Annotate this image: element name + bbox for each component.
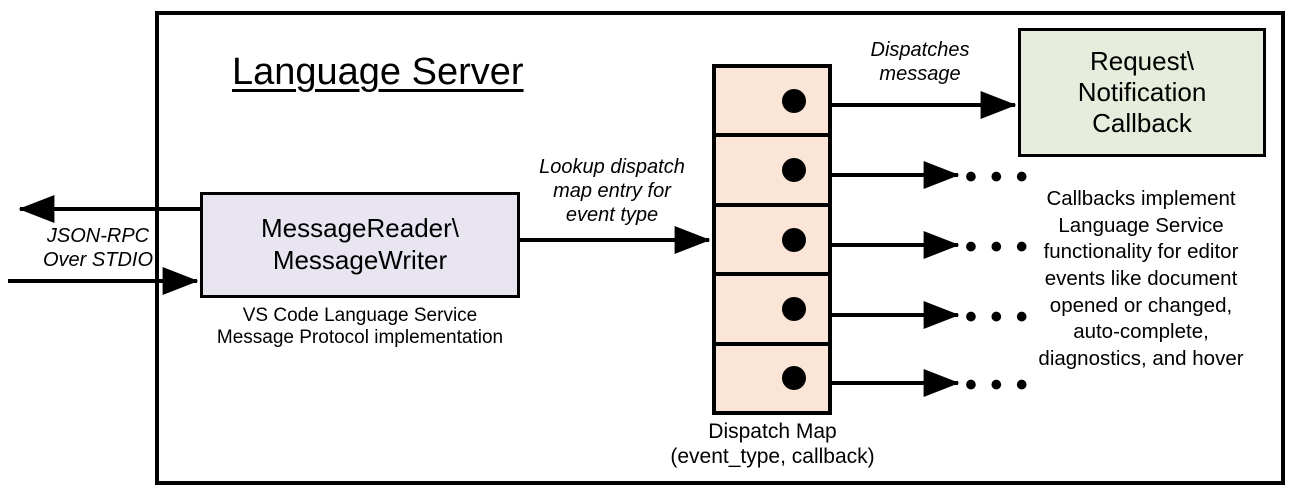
dispatch-map-row-5[interactable]	[716, 346, 828, 411]
ellipsis-row-2: • • •	[965, 158, 1030, 196]
message-reader-writer-caption: VS Code Language Service Message Protoco…	[216, 305, 504, 349]
dispatch-map-row-1[interactable]	[716, 68, 828, 138]
dispatch-entry-dot-icon	[782, 296, 806, 321]
dispatch-map-caption: Dispatch Map (event_type, callback)	[670, 420, 875, 468]
dispatch-map-row-3[interactable]	[716, 207, 828, 277]
language-server-boundary	[155, 11, 1285, 485]
dispatch-map-row-4[interactable]	[716, 276, 828, 346]
edge-label-dispatches-message: Dispatches message	[870, 39, 970, 85]
dispatch-map-node[interactable]	[712, 64, 832, 415]
ellipsis-row-4: • • •	[965, 298, 1030, 336]
edge-label-jsonrpc: JSON-RPC Over STDIO	[42, 225, 153, 271]
dispatch-entry-dot-icon	[782, 227, 806, 252]
dispatch-entry-dot-icon	[782, 366, 806, 391]
callback-description-caption: Callbacks implement Language Service fun…	[1038, 187, 1244, 370]
request-notification-callback-label: Request\ Notification Callback	[1077, 45, 1207, 139]
dispatch-entry-dot-icon	[782, 158, 806, 183]
dispatch-map-row-2[interactable]	[716, 137, 828, 207]
edge-label-lookup-dispatch: Lookup dispatch map entry for event type	[539, 156, 685, 226]
ellipsis-row-3: • • •	[965, 228, 1030, 266]
request-notification-callback-node[interactable]: Request\ Notification Callback	[1018, 28, 1266, 157]
page-title: Language Server	[232, 51, 524, 93]
message-reader-writer-node[interactable]: MessageReader\ MessageWriter	[200, 192, 520, 298]
message-reader-writer-label: MessageReader\ MessageWriter	[261, 213, 459, 275]
dispatch-entry-dot-icon	[782, 88, 806, 113]
ellipsis-row-5: • • •	[965, 366, 1030, 404]
